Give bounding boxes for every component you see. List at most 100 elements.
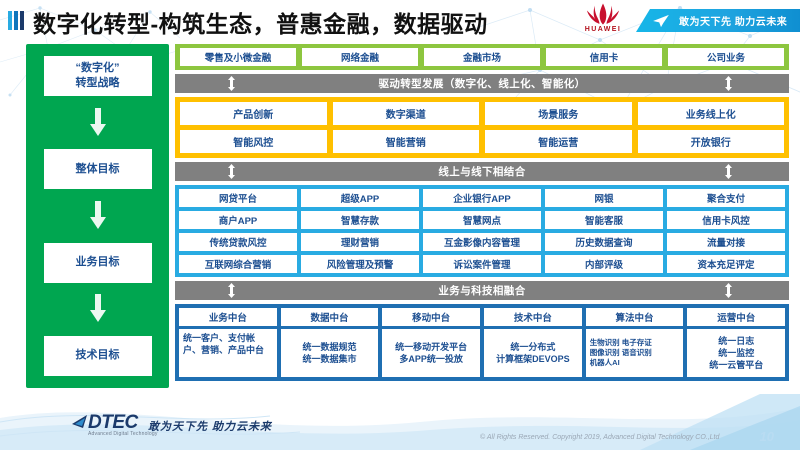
application-cell[interactable]: 互金影像内容管理 [423, 233, 541, 251]
cell-label: 智能客服 [584, 216, 623, 227]
cell-label: 网银 [594, 194, 614, 205]
application-cell[interactable]: 聚合支付 [667, 189, 785, 207]
platform-section-navy: 业务中台 统一客户、支付帐户、营销、产品中台 数据中台 统一数据规范统一数据集市… [175, 304, 789, 381]
capability-cell[interactable]: 产品创新 [180, 102, 327, 125]
application-cell[interactable]: 内部评级 [545, 255, 663, 273]
huawei-logo: HUAWEI [576, 2, 630, 40]
cell-label: 金融市场 [462, 53, 501, 64]
cell-label: 业务中台 [208, 313, 247, 324]
cell-label: 网络金融 [340, 53, 379, 64]
dtec-wordmark: DTEC [88, 412, 138, 433]
sidebar-item-business-goal[interactable]: 业务目标 [43, 242, 152, 283]
capability-cell[interactable]: 数字渠道 [332, 102, 479, 125]
slide-footer: DTEC Advanced Digital Technology 敢为天下先 助… [0, 402, 800, 450]
application-cell[interactable]: 传统贷款风控 [179, 233, 297, 251]
cell-label: 超级APP [340, 194, 380, 205]
platform-head: 业务中台 [179, 308, 277, 326]
application-cell[interactable]: 超级APP [301, 189, 419, 207]
table-row: 产品创新 数字渠道 场景服务 业务线上化 [180, 102, 784, 125]
platform-column-operation[interactable]: 运营中台 统一日志统一监控统一云管平台 [687, 308, 786, 377]
platform-body: 统一数据规范统一数据集市 [280, 329, 379, 377]
application-cell[interactable]: 流量对接 [667, 233, 785, 251]
application-cell[interactable]: 资本充足评定 [667, 255, 785, 273]
platform-column-business[interactable]: 业务中台 统一客户、支付帐户、营销、产品中台 [179, 308, 277, 377]
application-cell[interactable]: 企业银行APP [423, 189, 541, 207]
platform-column-data[interactable]: 数据中台 统一数据规范统一数据集市 [280, 308, 379, 377]
platform-body: 统一客户、支付帐户、营销、产品中台 [179, 329, 277, 377]
application-cell[interactable]: 信用卡风控 [667, 211, 785, 229]
cell-label: 信用卡 [589, 53, 619, 64]
capability-cell[interactable]: 智能运营 [485, 130, 632, 153]
band-label: 驱动转型发展（数字化、线上化、智能化） [378, 78, 586, 90]
business-line-cell[interactable]: 金融市场 [424, 48, 540, 66]
platform-head: 算法中台 [585, 308, 684, 326]
application-cell[interactable]: 智慧存款 [301, 211, 419, 229]
capability-cell[interactable]: 场景服务 [485, 102, 632, 125]
platform-body: 统一分布式计算框架DEVOPS [484, 329, 582, 377]
capability-cell[interactable]: 智能营销 [332, 130, 479, 153]
application-cell[interactable]: 诉讼案件管理 [423, 255, 541, 273]
cell-label: 智能营销 [385, 138, 426, 149]
application-cell[interactable]: 历史数据查询 [545, 233, 663, 251]
cell-label: 诉讼案件管理 [453, 260, 511, 271]
cell-label: 商户APP [218, 216, 258, 227]
business-line-cell[interactable]: 网络金融 [302, 48, 418, 66]
application-cell[interactable]: 网银 [545, 189, 663, 207]
band-drive-transformation: 驱动转型发展（数字化、线上化、智能化） [175, 74, 789, 93]
business-line-cell[interactable]: 信用卡 [546, 48, 662, 66]
application-cell[interactable]: 理财营销 [301, 233, 419, 251]
platform-column-mobile[interactable]: 移动中台 统一移动开发平台多APP统一投放 [382, 308, 481, 377]
platform-head: 移动中台 [382, 308, 481, 326]
application-cell[interactable]: 风险管理及预警 [301, 255, 419, 273]
title-accent-bars-icon [8, 11, 28, 30]
capability-cell[interactable]: 开放银行 [637, 130, 784, 153]
platform-column-tech[interactable]: 技术中台 统一分布式计算框架DEVOPS [484, 308, 582, 377]
cell-label: 历史数据查询 [575, 238, 633, 249]
application-cell[interactable]: 商户APP [179, 211, 297, 229]
cell-label: 网贷平台 [218, 194, 257, 205]
sidebar-item-strategy[interactable]: “数字化”转型战略 [43, 56, 152, 96]
cell-label: 产品创新 [233, 110, 274, 121]
platform-body: 统一移动开发平台多APP统一投放 [382, 329, 481, 377]
double-arrow-icon [725, 76, 732, 91]
sidebar-item-overall-goal[interactable]: 整体目标 [43, 149, 152, 190]
cell-label: 互金影像内容管理 [443, 238, 520, 249]
platform-head: 运营中台 [687, 308, 786, 326]
cell-label: 内部评级 [584, 260, 623, 271]
double-arrow-icon [228, 283, 235, 298]
cell-label: 开放银行 [690, 138, 731, 149]
table-row: 网贷平台 超级APP 企业银行APP 网银 聚合支付 [179, 189, 785, 207]
cell-label: 智能风控 [233, 138, 274, 149]
cell-label: 企业银行APP [453, 194, 511, 205]
cell-label: 风险管理及预警 [326, 260, 394, 271]
cell-label: 智能运营 [538, 138, 579, 149]
band-business-tech-fusion: 业务与科技相融合 [175, 281, 789, 300]
cell-label: 数字渠道 [385, 110, 426, 121]
sidebar-item-label: “数字化”转型战略 [75, 62, 120, 89]
business-line-cell[interactable]: 公司业务 [668, 48, 784, 66]
capability-cell[interactable]: 智能风控 [180, 130, 327, 153]
footer-slogan: 敢为天下先 助力云未来 [148, 421, 273, 433]
sidebar-item-tech-goal[interactable]: 技术目标 [43, 335, 152, 376]
huawei-wordmark: HUAWEI [584, 26, 622, 33]
capability-cell[interactable]: 业务线上化 [637, 102, 784, 125]
platform-column-algorithm[interactable]: 算法中台 生物识别 电子存证图像识别 语音识别机器人AI [585, 308, 684, 377]
sidebar-item-label: 整体目标 [75, 162, 120, 175]
sidebar-item-label: 技术目标 [75, 349, 120, 362]
page-title: 数字化转型-构筑生态，普惠金融，数据驱动 [33, 11, 488, 37]
application-cell[interactable]: 智慧网点 [423, 211, 541, 229]
application-cell[interactable]: 网贷平台 [179, 189, 297, 207]
table-row: 业务中台 统一客户、支付帐户、营销、产品中台 数据中台 统一数据规范统一数据集市… [179, 308, 786, 377]
cell-label: 运营中台 [717, 313, 756, 324]
huawei-flower-icon [586, 3, 620, 25]
main-content: 零售及小微金融 网络金融 金融市场 信用卡 公司业务 驱动转型发展（数字化、线上… [175, 44, 789, 381]
cell-label: 移动中台 [412, 313, 451, 324]
strategy-sidebar: “数字化”转型战略 整体目标 业务目标 技术目标 [26, 44, 169, 388]
application-cell[interactable]: 互联网综合营销 [179, 255, 297, 273]
application-cell[interactable]: 智能客服 [545, 211, 663, 229]
down-arrow-icon [89, 200, 106, 229]
huawei-slogan-banner: 敢为天下先 助力云未来 [636, 9, 800, 32]
dtec-triangle-icon [72, 415, 87, 428]
business-line-cell[interactable]: 零售及小微金融 [180, 48, 296, 66]
copyright-text: © All Rights Reserved. Copyright 2019, A… [480, 434, 720, 441]
